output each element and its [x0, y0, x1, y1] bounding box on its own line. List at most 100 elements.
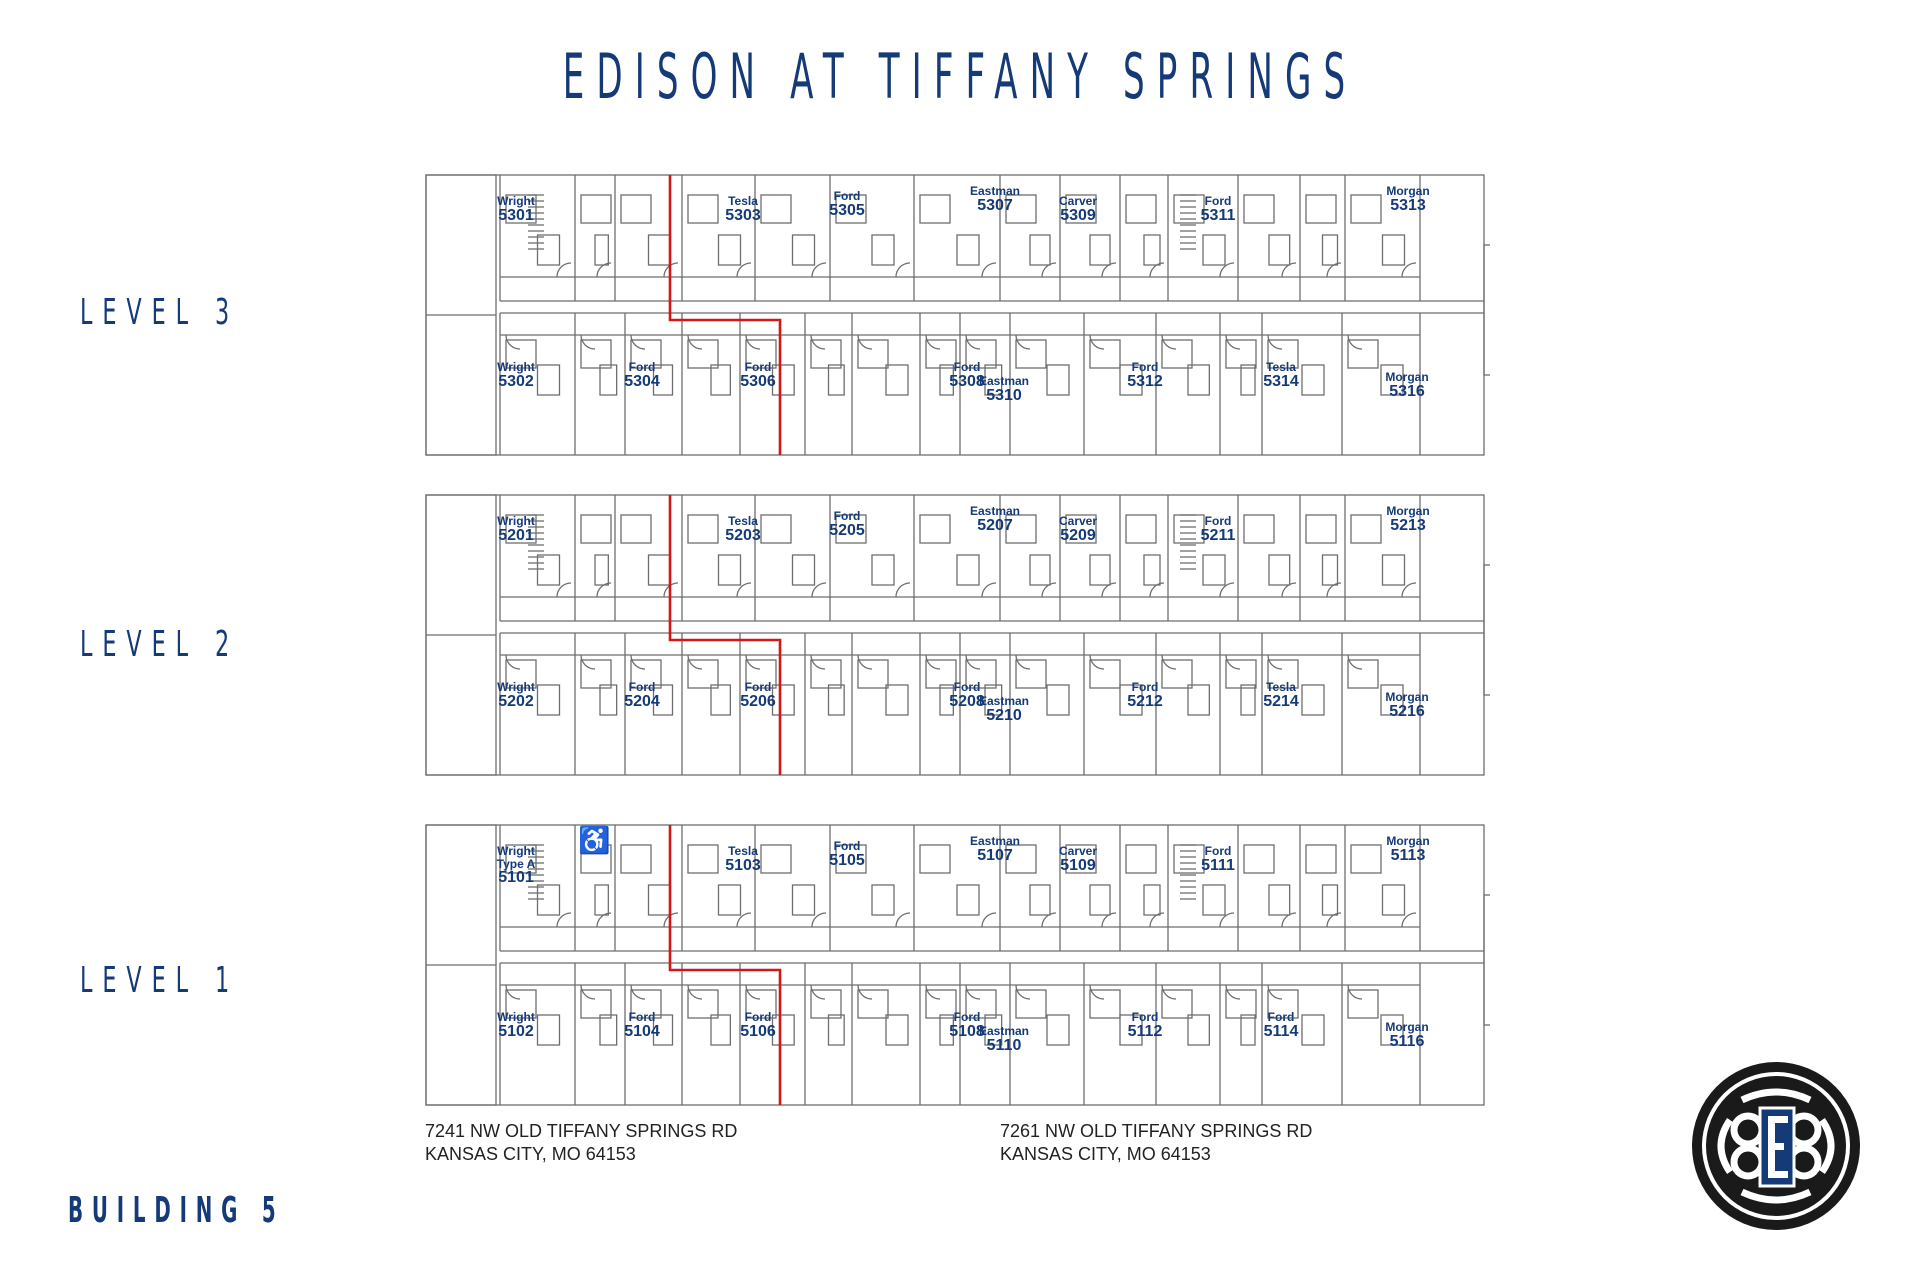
building-divider-line [668, 495, 782, 775]
unit-number: 5113 [1390, 846, 1426, 864]
level-2-label: LEVEL 2 [80, 624, 240, 665]
unit-number: 5210 [986, 706, 1022, 724]
unit-plan-name: Ford [744, 1010, 772, 1024]
address-left-line1: 7241 NW OLD TIFFANY SPRINGS RD [425, 1121, 738, 1141]
unit-number: 5309 [1060, 206, 1096, 224]
unit-plan-name: Ford [744, 360, 772, 374]
unit-plan-name: Eastman [969, 834, 1021, 848]
address-right: 7261 NW OLD TIFFANY SPRINGS RD KANSAS CI… [1000, 1120, 1312, 1166]
unit-number: 5204 [624, 692, 660, 710]
unit-number: 5316 [1389, 382, 1425, 400]
address-right-line2: KANSAS CITY, MO 64153 [1000, 1144, 1211, 1164]
unit-plan-name: Ford [953, 1010, 981, 1024]
unit-plan-name: Eastman [978, 374, 1030, 388]
unit-plan-name: Wright Type A [496, 844, 536, 871]
unit-plan-name: Tesla [728, 194, 758, 208]
building-divider-line [668, 175, 782, 455]
unit-number: 5310 [986, 386, 1022, 404]
unit-number: 5311 [1200, 206, 1236, 224]
unit-plan-name: Eastman [969, 184, 1021, 198]
wheelchair-icon: ♿ [578, 825, 611, 855]
unit-plan-name: Ford [628, 680, 656, 694]
unit-plan-name: Ford [1131, 680, 1159, 694]
unit-plan-name: Morgan [1386, 834, 1430, 848]
building-divider-line [668, 825, 782, 1105]
unit-number: 5301 [498, 206, 534, 224]
unit-plan-name: Ford [833, 509, 861, 523]
unit-plan-name: Eastman [978, 694, 1030, 708]
unit-number: 5109 [1060, 856, 1096, 874]
unit-plan-name: Eastman [969, 504, 1021, 518]
unit-plan-name: Morgan [1385, 1020, 1429, 1034]
unit-plan-name: Wright [497, 360, 535, 374]
unit-number: 5105 [829, 851, 865, 869]
unit-plan-name: Morgan [1386, 504, 1430, 518]
unit-number: 5104 [624, 1022, 660, 1040]
unit-plan-name: Ford [953, 360, 981, 374]
floor-plan-drawing [425, 174, 1490, 456]
unit-number: 5112 [1127, 1022, 1163, 1040]
unit-plan-name: Ford [628, 1010, 656, 1024]
unit-plan-name: Carver [1058, 514, 1098, 528]
page-title: EDISON AT TIFFANY SPRINGS [562, 40, 1358, 113]
unit-plan-name: Wright [497, 680, 535, 694]
unit-number: 5312 [1127, 372, 1163, 390]
unit-number: 5212 [1127, 692, 1163, 710]
unit-number: 5308 [949, 372, 985, 390]
unit-plan-name: Ford [1204, 844, 1232, 858]
unit-plan-name: Wright [497, 194, 535, 208]
level-1-label: LEVEL 1 [80, 960, 240, 1001]
unit-number: 5103 [725, 856, 761, 874]
unit-number: 5110 [986, 1036, 1022, 1054]
unit-number: 5107 [977, 846, 1013, 864]
unit-number: 5205 [829, 521, 865, 539]
unit-number: 5314 [1263, 372, 1299, 390]
unit-plan-name: Morgan [1385, 370, 1429, 384]
unit-number: 5306 [740, 372, 776, 390]
unit-number: 5305 [829, 201, 865, 219]
unit-plan-name: Ford [744, 680, 772, 694]
building-label: BUILDING 5 [68, 1190, 285, 1231]
unit-plan-name: Ford [1131, 360, 1159, 374]
address-left: 7241 NW OLD TIFFANY SPRINGS RD KANSAS CI… [425, 1120, 737, 1166]
unit-plan-name: Tesla [728, 844, 758, 858]
unit-plan-name: Wright [497, 1010, 535, 1024]
unit-number: 5206 [740, 692, 776, 710]
floor-plan-drawing [425, 824, 1490, 1106]
unit-plan-name: Tesla [1266, 680, 1296, 694]
unit-number: 5201 [498, 526, 534, 544]
unit-plan-name: Carver [1058, 194, 1098, 208]
